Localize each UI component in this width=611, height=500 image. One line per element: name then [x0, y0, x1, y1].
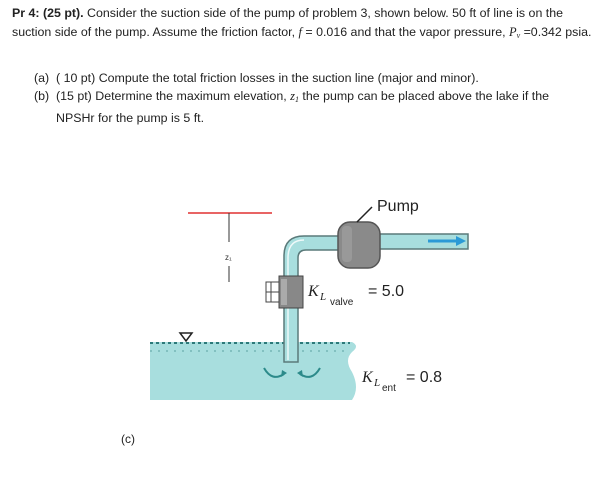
problem-statement: Pr 4: (25 pt). Consider the suction side… [12, 4, 602, 45]
part-b-text-1: (15 pt) Determine the maximum elevation, [56, 89, 291, 103]
problem-intro-1: Consider the suction side of the pump of… [12, 6, 563, 39]
entrance-flow-arrows [263, 367, 321, 378]
part-b-continuation: NPSHr for the pump is 5 ft. [56, 111, 205, 125]
pump-pointer [356, 206, 373, 223]
vapor-pressure-value: =0.342 psia. [520, 25, 592, 39]
free-surface-symbol [178, 332, 194, 343]
part-b-text-2: the pump can be placed above the lake if… [298, 89, 550, 103]
friction-factor-value: = 0.016 [301, 25, 348, 39]
part-b-label: (b) [34, 89, 50, 103]
vapor-pressure-symbol: P [508, 25, 517, 39]
elevation-subscript: 1 [294, 95, 299, 104]
lake [150, 342, 356, 400]
part-a: (a) ( 10 pt) Compute the total friction … [34, 69, 594, 87]
k-valve-subscript-l: L [319, 291, 326, 303]
k-ent-value: = 0.8 [406, 369, 442, 386]
k-entrance-annotation: K L ent = 0.8 [361, 369, 442, 394]
problem-parts: (a) ( 10 pt) Compute the total friction … [34, 69, 594, 127]
pump-label: Pump [377, 198, 419, 215]
k-ent-symbol: K [361, 369, 374, 386]
z1-label: z₁ [225, 253, 232, 262]
vapor-pressure-subscript: v [516, 31, 521, 40]
valve [265, 275, 304, 309]
figure-caption: (c) [121, 432, 135, 446]
part-a-text: ( 10 pt) Compute the total friction loss… [56, 71, 479, 85]
part-a-label: (a) [34, 71, 50, 85]
flow-arrow [428, 236, 466, 246]
k-valve-annotation: K L valve = 5.0 [307, 283, 404, 308]
elevation-symbol: z [290, 89, 295, 103]
problem-header: Pr 4: (25 pt). [12, 6, 84, 20]
z1-reference [188, 212, 272, 282]
problem-intro-2: and that the vapor pressure, [347, 25, 509, 39]
k-valve-symbol: K [307, 283, 320, 300]
k-valve-subscript-valve: valve [330, 297, 354, 308]
k-ent-subscript-l: L [373, 377, 380, 389]
pump [337, 221, 381, 269]
part-b: (b) (15 pt) Determine the maximum elevat… [34, 87, 594, 109]
part-b-text: (15 pt) Determine the maximum elevation,… [56, 87, 549, 109]
k-valve-value: = 5.0 [368, 283, 404, 300]
k-ent-subscript-ent: ent [382, 383, 396, 394]
friction-factor-symbol: f [298, 25, 302, 39]
